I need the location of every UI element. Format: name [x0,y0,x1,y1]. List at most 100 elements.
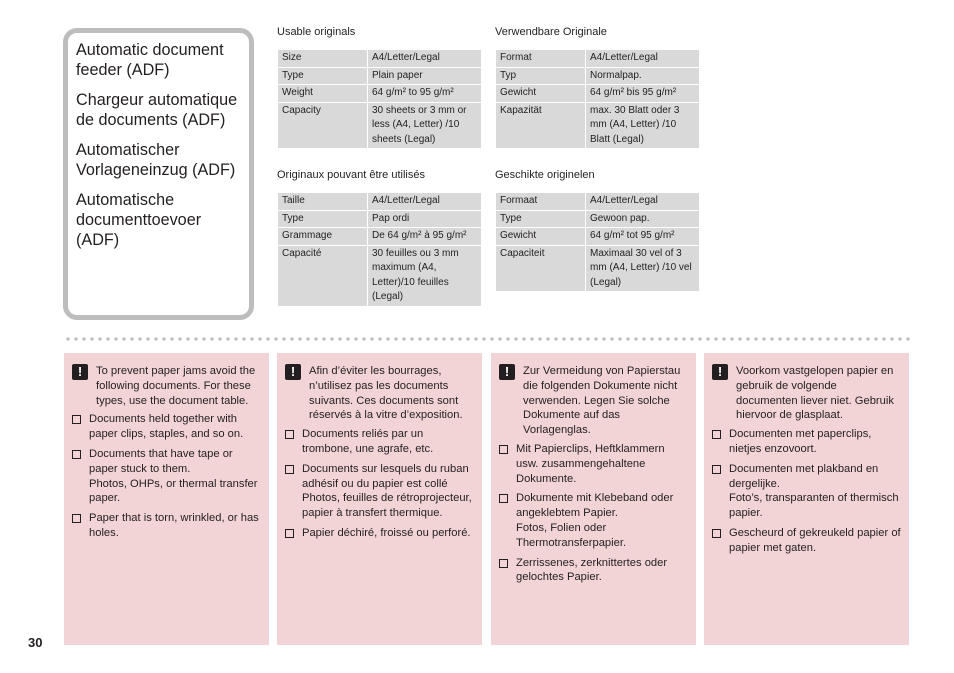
spec-label: Capaciteit [495,244,586,292]
list-item: Documents held together with paper clips… [72,412,261,442]
section-title-box: Automatic document feeder (ADF) Chargeur… [63,28,254,320]
checkbox-bullet-icon [499,558,508,568]
spec-value: A4/Letter/Legal [585,192,700,211]
spec-value: 64 g/m² bis 95 g/m² [585,84,700,103]
list-item-text: Zerrissenes, zerknittertes oder gelochte… [516,556,668,584]
spec-label: Kapazität [495,101,586,149]
spec-label: Format [495,49,586,68]
checkbox-bullet-icon [72,514,81,524]
list-item-text: Papier déchiré, froissé ou perforé. [302,526,471,539]
list-item: Dokumente mit Klebeband oder angeklebtem… [499,491,688,550]
spec-label: Weight [277,84,368,103]
section-title-fr: Chargeur automatique de documents (ADF) [76,91,238,129]
spec-label: Size [277,49,368,68]
spec-heading: Verwendbare Originale [495,26,607,38]
spec-label: Typ [495,66,586,85]
spec-value: A4/Letter/Legal [585,49,700,68]
caution-text: Voorkom vastgelopen papier en gebruik de… [736,365,894,422]
list-item-text: Documents sur lesquels du ruban adhésif … [302,462,472,520]
caution-icon: ! [72,364,88,380]
caution-panel-de: ! Zur Vermeidung von Papierstau die folg… [491,353,696,645]
caution-icon: ! [712,364,728,380]
spec-value: Plain paper [367,66,482,85]
spec-value: De 64 g/m² à 95 g/m² [367,227,482,246]
spec-value: Gewoon pap. [585,209,700,228]
spec-value: Pap ordi [367,209,482,228]
spec-label: Gewicht [495,84,586,103]
list-item: Mit Papierclips, Heftklammern usw. zusam… [499,442,688,486]
list-item-text: Documents that have tape or paper stuck … [89,447,258,505]
list-item-text: Mit Papierclips, Heftklammern usw. zusam… [516,442,665,485]
list-item-text: Documenten met paperclips, nietjes enzov… [729,428,872,455]
dotted-divider [64,336,910,342]
spec-label: Gewicht [495,227,586,246]
caution-row: ! Zur Vermeidung von Papierstau die folg… [499,364,688,438]
caution-row: ! Voorkom vastgelopen papier en gebruik … [712,364,901,423]
spec-label: Type [277,66,368,85]
section-title-de: Automatischer Vorlageneinzug (ADF) [76,141,236,179]
spec-value: 64 g/m² to 95 g/m² [367,84,482,103]
spec-value: max. 30 Blatt oder 3 mm (A4, Letter) /10… [585,101,700,149]
spec-value: A4/Letter/Legal [367,192,482,211]
checkbox-bullet-icon [712,430,721,440]
spec-value: Normalpap. [585,66,700,85]
caution-text: Zur Vermeidung von Papierstau die folgen… [523,365,681,437]
list-item-text: Gescheurd of gekreukeld papier of papier… [729,526,901,554]
spec-value: A4/Letter/Legal [367,49,482,68]
checkbox-bullet-icon [712,464,721,474]
checkbox-bullet-icon [712,528,721,538]
caution-text: Afin d’éviter les bourrages, n’utilisez … [309,365,463,422]
checkbox-bullet-icon [72,415,81,425]
section-title-nl: Automatische documenttoevoer (ADF) [76,191,202,249]
caution-icon: ! [499,364,515,380]
caution-panel-fr: ! Afin d’éviter les bourrages, n’utilise… [277,353,482,645]
list-item: Gescheurd of gekreukeld papier of papier… [712,526,901,556]
checkbox-bullet-icon [285,430,294,440]
list-item: Documents reliés par un trombone, une ag… [285,427,474,457]
list-item-text: Dokumente mit Klebeband oder angeklebtem… [516,492,674,549]
spec-label: Capacity [277,101,368,149]
spec-heading: Originaux pouvant être utilisés [277,169,425,181]
caution-row: ! Afin d’éviter les bourrages, n’utilise… [285,364,474,423]
spec-value: 30 sheets or 3 mm or less (A4, Letter) /… [367,101,482,149]
spec-label: Capacité [277,244,368,307]
list-item-text: Paper that is torn, wrinkled, or has hol… [89,512,259,539]
spec-value: 30 feuilles ou 3 mm maximum (A4, Letter)… [367,244,482,307]
list-item-text: Documents reliés par un trombone, une ag… [302,428,434,455]
caution-row: ! To prevent paper jams avoid the follow… [72,364,261,408]
spec-value: 64 g/m² tot 95 g/m² [585,227,700,246]
spec-label: Taille [277,192,368,211]
spec-heading: Usable originals [277,26,356,38]
checkbox-bullet-icon [285,464,294,474]
list-item: Papier déchiré, froissé ou perforé. [285,526,474,541]
checkbox-bullet-icon [499,494,508,504]
caution-icon: ! [285,364,301,380]
spec-label: Type [277,209,368,228]
checkbox-bullet-icon [285,528,294,538]
caution-panel-en: ! To prevent paper jams avoid the follow… [64,353,269,645]
